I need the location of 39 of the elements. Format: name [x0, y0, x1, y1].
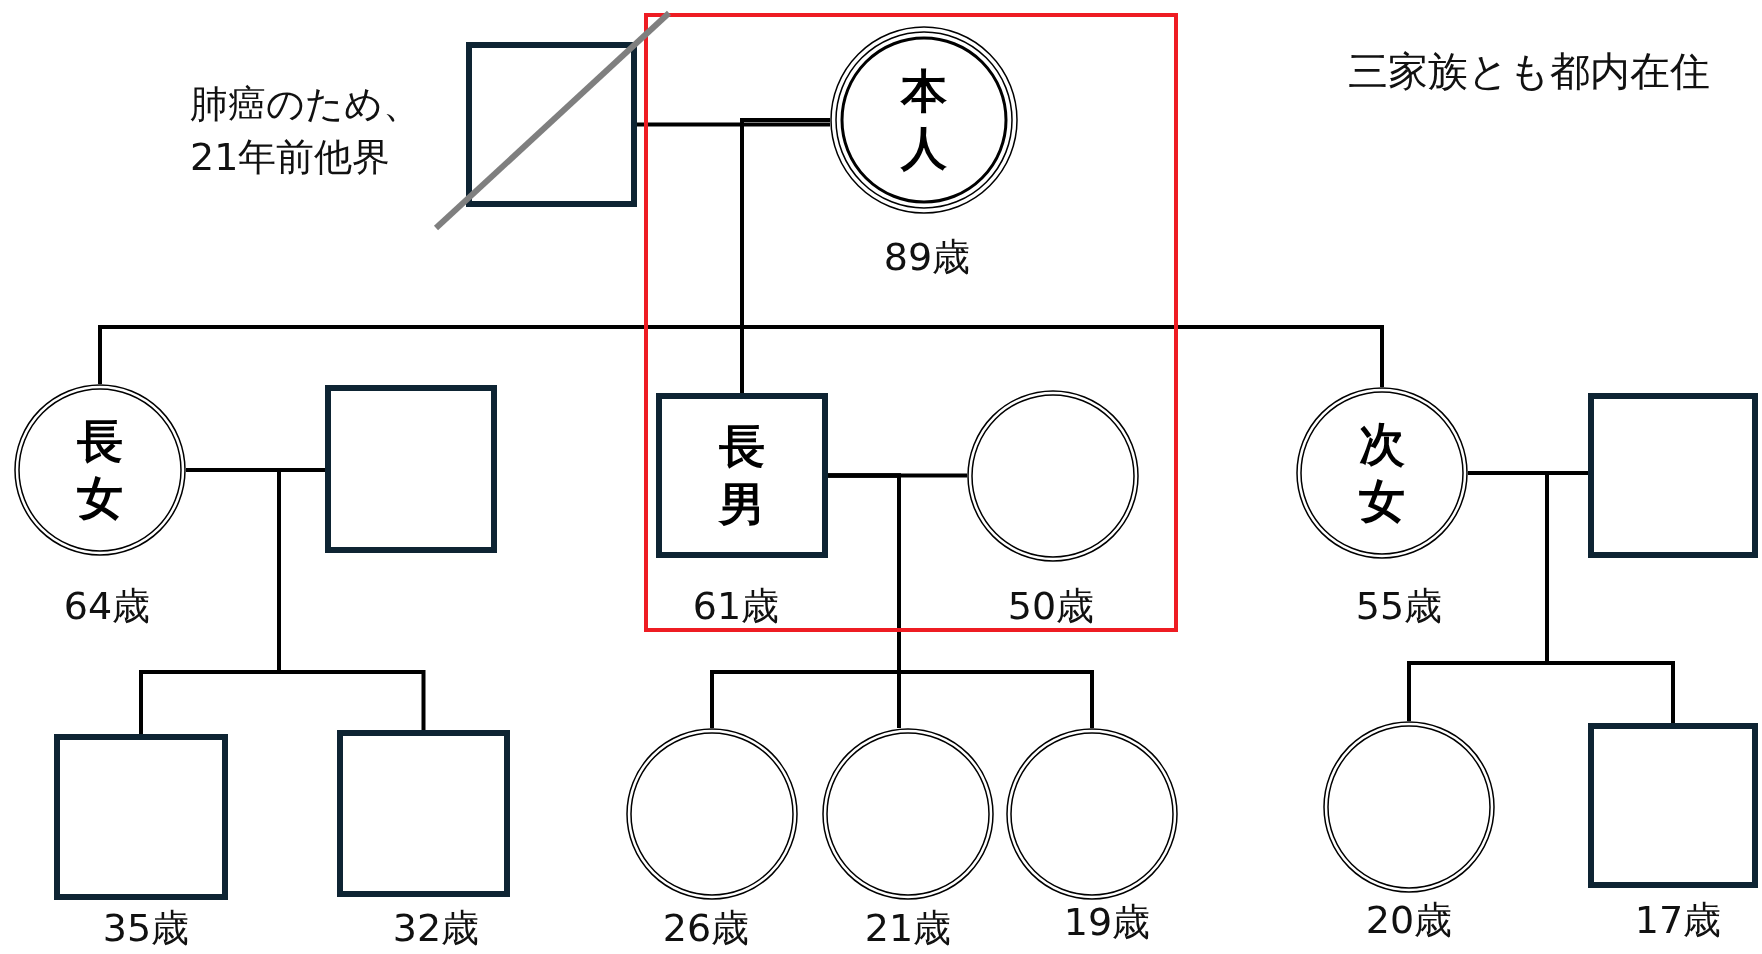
kinship-line	[828, 473, 1094, 728]
person-label: 長女	[77, 412, 123, 527]
household-frame	[644, 13, 1178, 632]
person-circle	[967, 390, 1139, 562]
kinship-line	[637, 122, 830, 127]
person-circle	[1323, 721, 1495, 893]
age-label: 19歳	[1062, 899, 1152, 946]
kinship-line	[1468, 471, 1675, 723]
person-label: 次女	[1359, 415, 1405, 530]
age-label: 21歳	[863, 905, 953, 952]
person-circle	[822, 728, 994, 900]
person-square	[337, 730, 510, 897]
age-label: 89歳	[882, 234, 972, 281]
person-square	[325, 385, 497, 553]
kinship-line	[740, 118, 1384, 387]
age-label: 61歳	[691, 583, 781, 630]
age-label: 20歳	[1364, 897, 1454, 944]
person-label: 本人	[901, 62, 947, 177]
age-label: 55歳	[1354, 583, 1444, 630]
person-label: 長男	[719, 418, 765, 533]
age-label: 64歳	[62, 583, 152, 630]
person-circle	[1296, 387, 1468, 559]
age-label: 32歳	[391, 905, 481, 952]
person-double-circle	[830, 26, 1018, 214]
note-text: 三家族とも都内在住	[1348, 47, 1710, 96]
person-square	[656, 393, 828, 558]
age-label: 35歳	[101, 905, 191, 952]
person-square	[54, 734, 228, 900]
person-square	[1588, 723, 1758, 888]
note-text: 肺癌のため、21年前他界	[190, 81, 422, 182]
person-circle	[14, 384, 186, 556]
person-circle	[1006, 728, 1178, 900]
age-label: 26歳	[661, 905, 751, 952]
age-label: 50歳	[1006, 583, 1096, 630]
kinship-line	[186, 468, 426, 730]
person-square	[466, 42, 637, 207]
person-circle	[626, 728, 798, 900]
person-square	[1588, 393, 1758, 558]
age-label: 17歳	[1633, 897, 1723, 944]
